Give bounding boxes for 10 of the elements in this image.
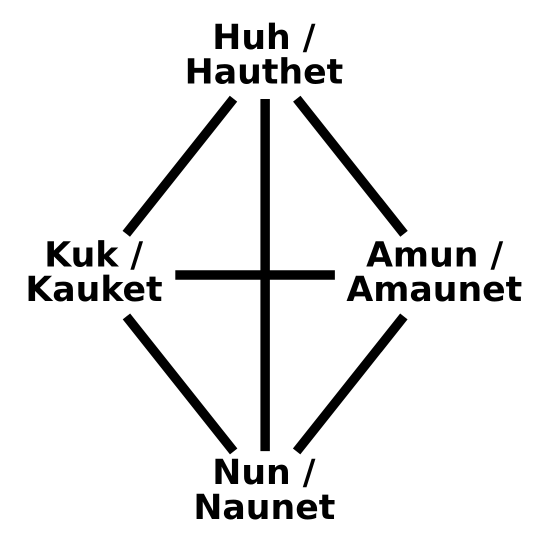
node-text: Amun / Amaunet	[346, 235, 522, 310]
connector	[292, 313, 408, 454]
connector	[260, 99, 270, 452]
connector	[122, 96, 238, 237]
node-text: Nun / Naunet	[193, 453, 336, 528]
connector	[293, 96, 408, 237]
node-text: Kuk / Kauket	[25, 235, 163, 310]
connector	[175, 270, 335, 280]
node-text: Huh / Hauthet	[184, 18, 344, 93]
connector	[122, 313, 238, 454]
